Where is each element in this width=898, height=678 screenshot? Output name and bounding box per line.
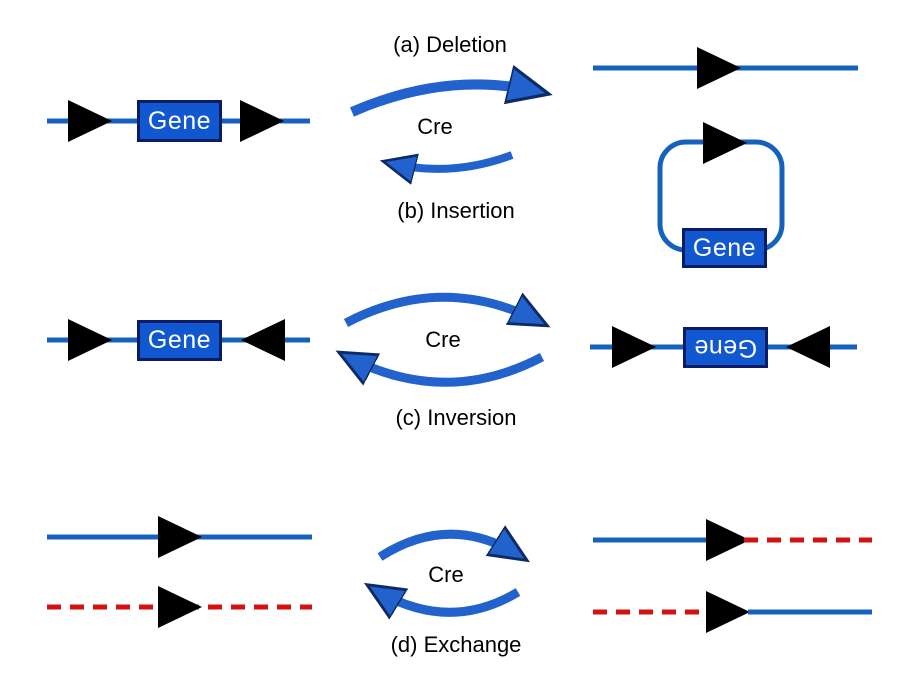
cycle-arrow-top-icon — [377, 534, 520, 557]
section-d-title: (d) Exchange — [390, 632, 522, 657]
loxp-site-reversed-icon — [786, 326, 830, 368]
loxp-site-icon — [158, 586, 202, 628]
gene-label: Gene — [147, 106, 212, 135]
loxp-site-icon — [706, 519, 750, 561]
loxp-site-icon — [703, 122, 747, 164]
gene-box-inverted-product: Gene — [683, 327, 768, 368]
cre-reaction-cycle-c — [346, 297, 542, 382]
loxp-site-icon — [612, 326, 656, 368]
loxp-site-icon — [68, 100, 112, 142]
forward-reaction-arrow-icon — [349, 84, 540, 117]
loxp-site-icon — [240, 100, 284, 142]
substrate-two-chromosomes — [47, 516, 312, 628]
loxp-site-icon — [158, 516, 202, 558]
cycle-arrow-top-icon — [343, 297, 540, 323]
cre-label-d: Cre — [428, 562, 464, 587]
gene-box-excised-circle: Gene — [682, 228, 767, 268]
gene-label: Gene — [693, 334, 758, 362]
cycle-arrow-bottom-icon — [346, 356, 545, 382]
loxp-site-reversed-icon — [241, 319, 285, 361]
product-deleted-chromosome — [593, 47, 858, 89]
cycle-arrow-bottom-icon — [374, 589, 521, 612]
cre-reaction-cycle-d — [374, 534, 520, 612]
loxp-site-icon — [68, 319, 112, 361]
section-b-title: (b) Insertion — [397, 198, 515, 223]
cre-label-a: Cre — [417, 114, 453, 139]
reverse-reaction-arrow-icon — [390, 151, 514, 169]
loxp-site-icon — [697, 47, 741, 89]
cre-label-c: Cre — [425, 327, 461, 352]
gene-box-floxed-a: Gene — [137, 100, 222, 142]
loxp-site-icon — [706, 591, 750, 633]
product-exchanged-chromosomes — [593, 519, 872, 633]
section-a-title: (a) Deletion — [393, 32, 507, 57]
cre-reaction-arrows-ab — [349, 84, 540, 169]
gene-label: Gene — [147, 326, 212, 354]
gene-box-inversion-substrate: Gene — [137, 320, 222, 361]
gene-label: Gene — [692, 233, 757, 262]
section-c-title: (c) Inversion — [395, 405, 517, 430]
